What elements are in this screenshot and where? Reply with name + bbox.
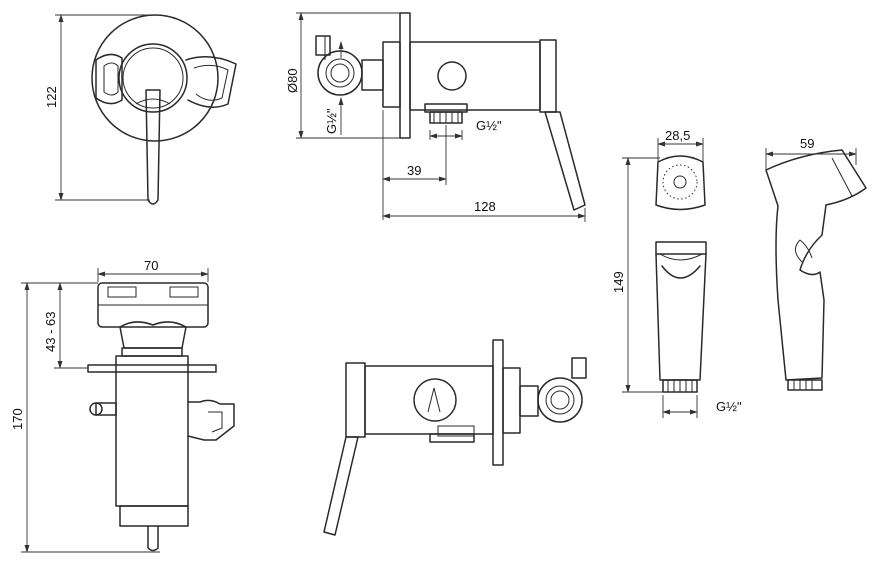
mirrored-lever-handle (323, 436, 359, 536)
dim-thread-left: G½" (324, 108, 339, 134)
mixer-top-view (87, 282, 235, 552)
side-knob (89, 402, 103, 416)
dim-height-170: 170 (10, 408, 25, 430)
spray-nozzle (655, 155, 706, 211)
dim-spray-height: 149 (611, 271, 626, 293)
top-shower-bracket (187, 399, 235, 441)
top-wall-plate (87, 364, 217, 373)
spray-trigger (661, 265, 701, 279)
dim-spray-width: 28,5 (665, 128, 690, 143)
dim-diameter-80: Ø80 (285, 68, 300, 93)
mirrored-hose-connector (537, 377, 583, 423)
mirrored-cartridge (413, 378, 457, 422)
dim-spray-thread: G½" (716, 399, 742, 414)
mirrored-mixer-body (364, 365, 494, 435)
dim-depth-range: 43 - 63 (43, 312, 58, 352)
wall-plate-outline (91, 14, 219, 142)
dim-thread-bottom: G½" (476, 118, 502, 133)
spray-side-body (765, 149, 867, 381)
spray-head-side (765, 149, 867, 391)
spray-head-front (655, 155, 707, 393)
mixer-front-view (91, 14, 237, 205)
dim-spray-side-width: 59 (800, 136, 814, 151)
spray-handle (655, 253, 707, 381)
top-mixer-body (115, 355, 189, 507)
side-wall-plate (399, 12, 411, 139)
lever-cap (539, 39, 557, 113)
dim-width-70: 70 (144, 258, 158, 273)
hose-holder (95, 53, 123, 105)
dim-height-122: 122 (44, 86, 59, 108)
dim-length-128: 128 (474, 199, 496, 214)
dim-offset-39: 39 (407, 163, 421, 178)
top-lever-end (147, 525, 159, 552)
mixer-side-view-mirrored (323, 339, 587, 536)
side-mixer-body (409, 41, 541, 111)
cartridge-cap (437, 61, 467, 91)
mirrored-wall-plate (492, 339, 504, 466)
spray-side-thread (787, 379, 823, 391)
mixer-body-circle (118, 43, 188, 113)
mixer-side-view (315, 12, 586, 211)
lever-knob-top (119, 321, 187, 349)
shower-bracket (185, 56, 237, 108)
side-lever-handle (544, 111, 586, 211)
